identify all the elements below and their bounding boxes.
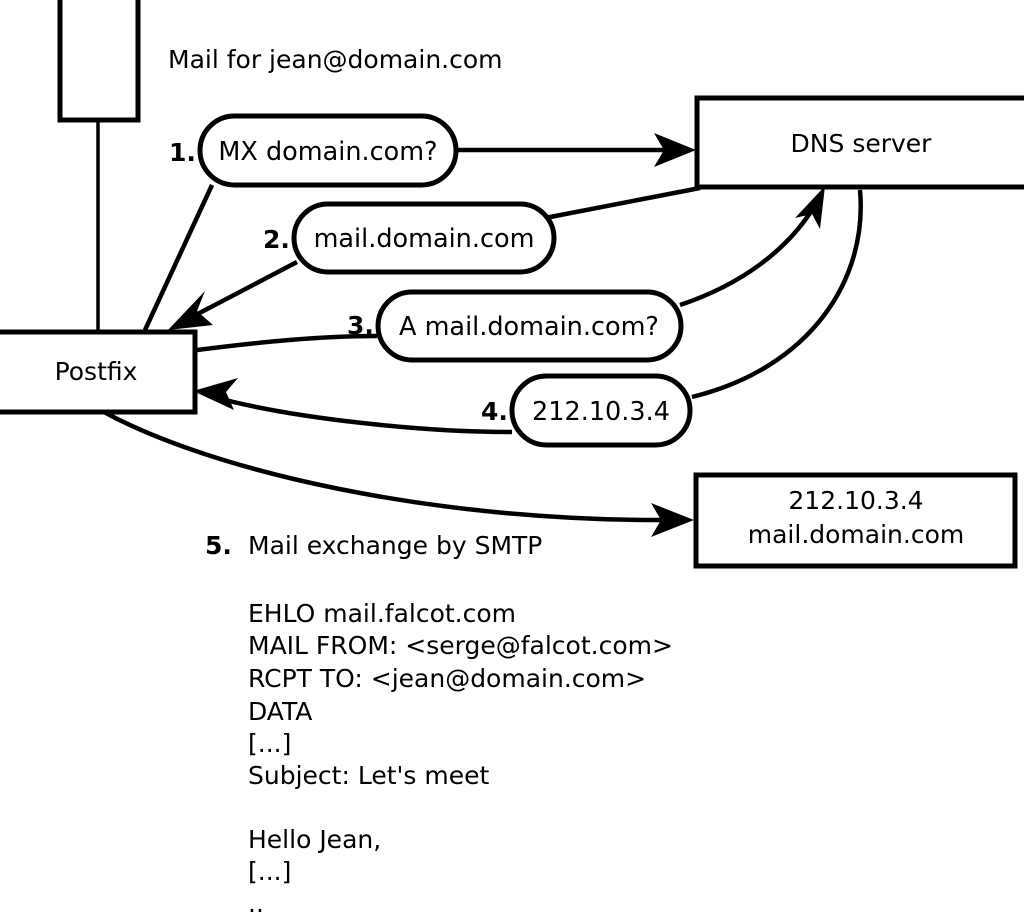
step-number-1: 1. (169, 138, 196, 167)
smtp-line-5: Subject: Let's meet (248, 761, 489, 790)
node-dns-server-box[interactable] (694, 95, 1024, 190)
bubble-step-1[interactable] (197, 113, 459, 188)
smtp-line-9: .. (248, 889, 264, 918)
step-number-4: 4. (481, 397, 508, 426)
edge-dns-to-step2 (544, 185, 701, 221)
edge-postfix-to-target (102, 410, 673, 523)
arrowhead-postfix-to-target (651, 503, 694, 537)
node-sender-box[interactable] (57, 0, 141, 123)
node-dns-server-label: DNS server (791, 129, 933, 158)
step-number-3: 3. (347, 311, 374, 340)
smtp-line-3: DATA (248, 697, 312, 726)
edge-step1-from-postfix (142, 184, 215, 331)
node-postfix-box[interactable] (0, 329, 198, 415)
arrowhead-step2-to-postfix (168, 291, 213, 330)
step-number-5: 5. (205, 531, 232, 560)
step-number-2: 2. (263, 225, 290, 254)
arrowhead-step3-to-dns (795, 186, 825, 229)
node-target-server-box[interactable] (693, 472, 1018, 569)
step-5-label: Mail exchange by SMTP (248, 531, 542, 560)
bubble-step-3[interactable] (375, 289, 684, 363)
smtp-line-2: RCPT TO: <jean@domain.com> (248, 664, 646, 693)
smtp-line-1: MAIL FROM: <serge@falcot.com> (248, 631, 673, 660)
bubble-step-4-label: 212.10.3.4 (532, 397, 670, 427)
smtp-line-4: [...] (248, 729, 291, 758)
arrowhead-step4-to-postfix (193, 378, 238, 410)
bubble-step-4[interactable] (509, 373, 693, 448)
edge-step4-to-postfix (213, 394, 513, 435)
edge-step3-to-dns (679, 198, 820, 308)
edge-postfix-to-step3 (196, 333, 378, 353)
smtp-line-8: [...] (248, 857, 291, 886)
bubble-step-2[interactable] (291, 201, 557, 275)
smtp-line-7: Hello Jean, (248, 825, 381, 854)
node-target-server-ip: 212.10.3.4 (788, 486, 923, 515)
smtp-line-0: EHLO mail.falcot.com (248, 599, 516, 628)
diagram-title-label: Mail for jean@domain.com (168, 45, 503, 74)
bubble-step-3-label: A mail.domain.com? (399, 312, 659, 342)
node-target-server-host: mail.domain.com (748, 520, 964, 549)
bubble-step-2-label: mail.domain.com (314, 224, 535, 254)
node-postfix-label: Postfix (55, 357, 138, 386)
bubble-step-1-label: MX domain.com? (218, 137, 437, 167)
edge-dns-to-step4 (691, 189, 863, 400)
edge-step2-to-postfix (188, 260, 299, 320)
arrowhead-step1-to-dns (654, 133, 696, 167)
